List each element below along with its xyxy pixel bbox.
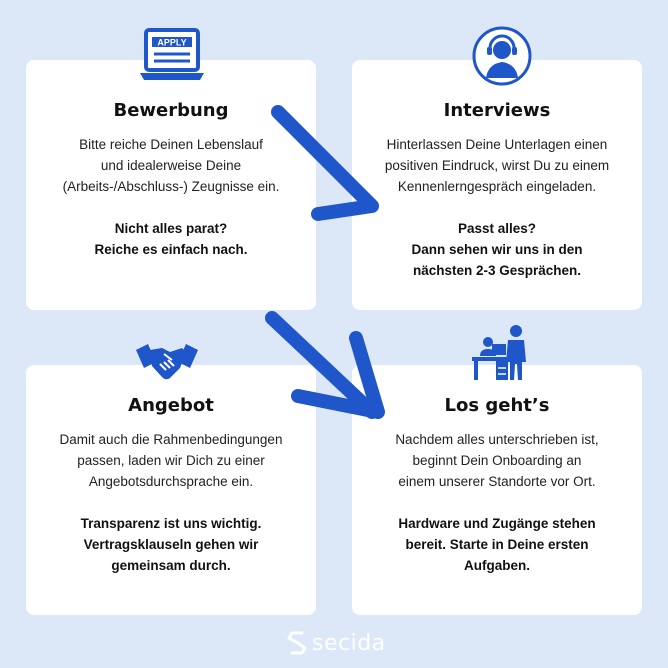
apply-laptop-icon: APPLY xyxy=(140,28,204,80)
office-workers-icon xyxy=(472,325,526,380)
handshake-icon xyxy=(136,344,198,380)
card-title: Los geht’s xyxy=(444,395,550,416)
step-card-los-gehts: Los geht’s Nachdem alles unterschrieben … xyxy=(352,365,642,615)
laptop-label: APPLY xyxy=(157,38,186,48)
step-card-angebot: Angebot Damit auch die Rahmenbedingungen… xyxy=(26,365,316,615)
card-title: Interviews xyxy=(443,100,551,121)
card-description: Bitte reiche Deinen Lebenslauf und ideal… xyxy=(62,137,280,194)
card-title: Angebot xyxy=(128,395,214,416)
card-highlight: Passt alles? Dann sehen wir uns in den n… xyxy=(411,221,583,278)
headset-agent-icon xyxy=(472,26,532,86)
card-description: Damit auch die Rahmenbedingungen passen,… xyxy=(59,432,283,489)
card-title: Bewerbung xyxy=(113,100,229,121)
secida-logo: secida xyxy=(286,628,386,658)
card-highlight: Hardware und Zugänge stehen bereit. Star… xyxy=(398,516,596,573)
secida-logo-icon xyxy=(287,631,307,655)
step-card-bewerbung: Bewerbung Bitte reiche Deinen Lebenslauf… xyxy=(26,60,316,310)
card-highlight: Nicht alles parat? Reiche es einfach nac… xyxy=(94,221,248,257)
logo-text: secida xyxy=(312,630,386,656)
card-highlight: Transparenz ist uns wichtig. Vertragskla… xyxy=(80,516,262,573)
card-description: Nachdem alles unterschrieben ist, beginn… xyxy=(395,432,599,489)
card-description: Hinterlassen Deine Unterlagen einen posi… xyxy=(384,137,610,194)
step-card-interviews: Interviews Hinterlassen Deine Unterlagen… xyxy=(352,60,642,310)
